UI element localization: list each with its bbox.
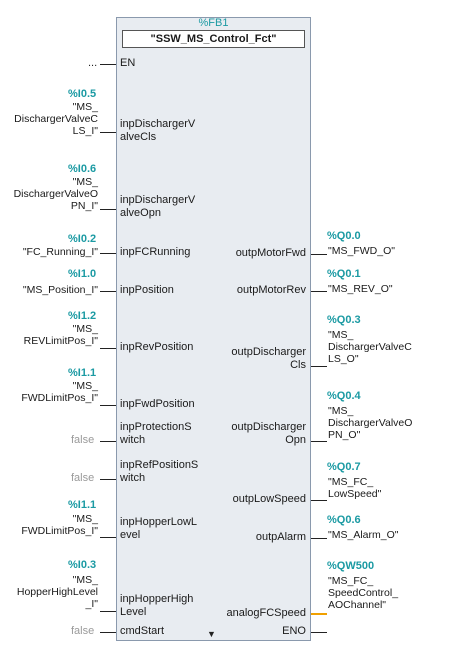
en-wire [100,64,116,65]
eno-wire [311,632,327,633]
input-wire [100,537,116,538]
false-value[interactable]: false [71,472,95,484]
address-label: %I0.3 [68,559,97,571]
pin-outp-motor-rev[interactable]: outpMotorRev [236,284,306,296]
input-wire [100,479,116,480]
pin-eno[interactable]: ENO [282,625,306,637]
function-block-box[interactable] [116,17,311,641]
pin-inp-rev-position[interactable]: inpRevPosition [120,341,194,353]
analog-output-wire [311,613,327,615]
address-label: %I0.2 [68,233,97,245]
block-name[interactable]: "SSW_MS_Control_Fct" [122,30,305,48]
tag-label[interactable]: "MS_FWDLimitPos_I" [21,513,98,537]
tag-label[interactable]: "MS_REVLimitPos_I" [23,323,98,347]
pin-outp-alarm[interactable]: outpAlarm [255,531,306,543]
address-label: %I1.1 [68,367,97,379]
input-wire [100,632,116,633]
tag-label[interactable]: "FC_Running_I" [22,246,98,258]
chevron-down-icon[interactable]: ▼ [207,629,216,639]
output-wire [311,441,327,442]
output-wire [311,538,327,539]
address-label: %I1.1 [68,499,97,511]
address-label: %I0.6 [68,163,97,175]
input-wire [100,611,116,612]
tag-label[interactable]: "MS_Position_I" [22,284,98,296]
address-label: %Q0.3 [327,314,361,326]
tag-label[interactable]: "MS_FWD_O" [328,245,395,257]
pin-en[interactable]: EN [120,57,136,69]
output-wire [311,366,327,367]
address-label: %Q0.4 [327,390,361,402]
input-wire [100,132,116,133]
input-wire [100,253,116,254]
tag-label[interactable]: "MS_HopperHighLevel_I" [16,574,98,610]
output-wire [311,291,327,292]
output-wire [311,254,327,255]
address-label: %I0.5 [68,88,97,100]
address-label: %Q0.7 [327,461,361,473]
input-wire [100,405,116,406]
tag-label[interactable]: "MS_FC_SpeedControl_AOChannel" [328,575,399,611]
tag-label[interactable]: "MS_FWDLimitPos_I" [21,380,98,404]
pin-outp-motor-fwd[interactable]: outpMotorFwd [235,247,306,259]
pin-inp-fc-running[interactable]: inpFCRunning [120,246,191,258]
input-wire [100,348,116,349]
input-wire [100,209,116,210]
address-label: %Q0.6 [327,514,361,526]
pin-cmd-start[interactable]: cmdStart [120,625,165,637]
pin-inp-fwd-position[interactable]: inpFwdPosition [120,398,195,410]
tag-label[interactable]: "MS_FC_LowSpeed" [328,476,382,500]
false-value[interactable]: false [71,434,95,446]
input-wire [100,441,116,442]
en-connection-placeholder[interactable]: ... [88,57,98,69]
address-label: %Q0.0 [327,230,361,242]
output-wire [311,500,327,501]
address-label: %I1.2 [68,310,97,322]
address-label: %I1.0 [68,268,97,280]
block-number: %FB1 [198,17,229,29]
pin-analog-fc-speed[interactable]: analogFCSpeed [226,607,306,619]
false-value[interactable]: false [71,625,95,637]
address-label: %QW500 [327,560,375,572]
pin-outp-low-speed[interactable]: outpLowSpeed [232,493,306,505]
pin-inp-position[interactable]: inpPosition [120,284,174,296]
address-label: %Q0.1 [327,268,361,280]
tag-label[interactable]: "MS_REV_O" [328,283,393,295]
tag-label[interactable]: "MS_Alarm_O" [328,529,399,541]
input-wire [100,291,116,292]
